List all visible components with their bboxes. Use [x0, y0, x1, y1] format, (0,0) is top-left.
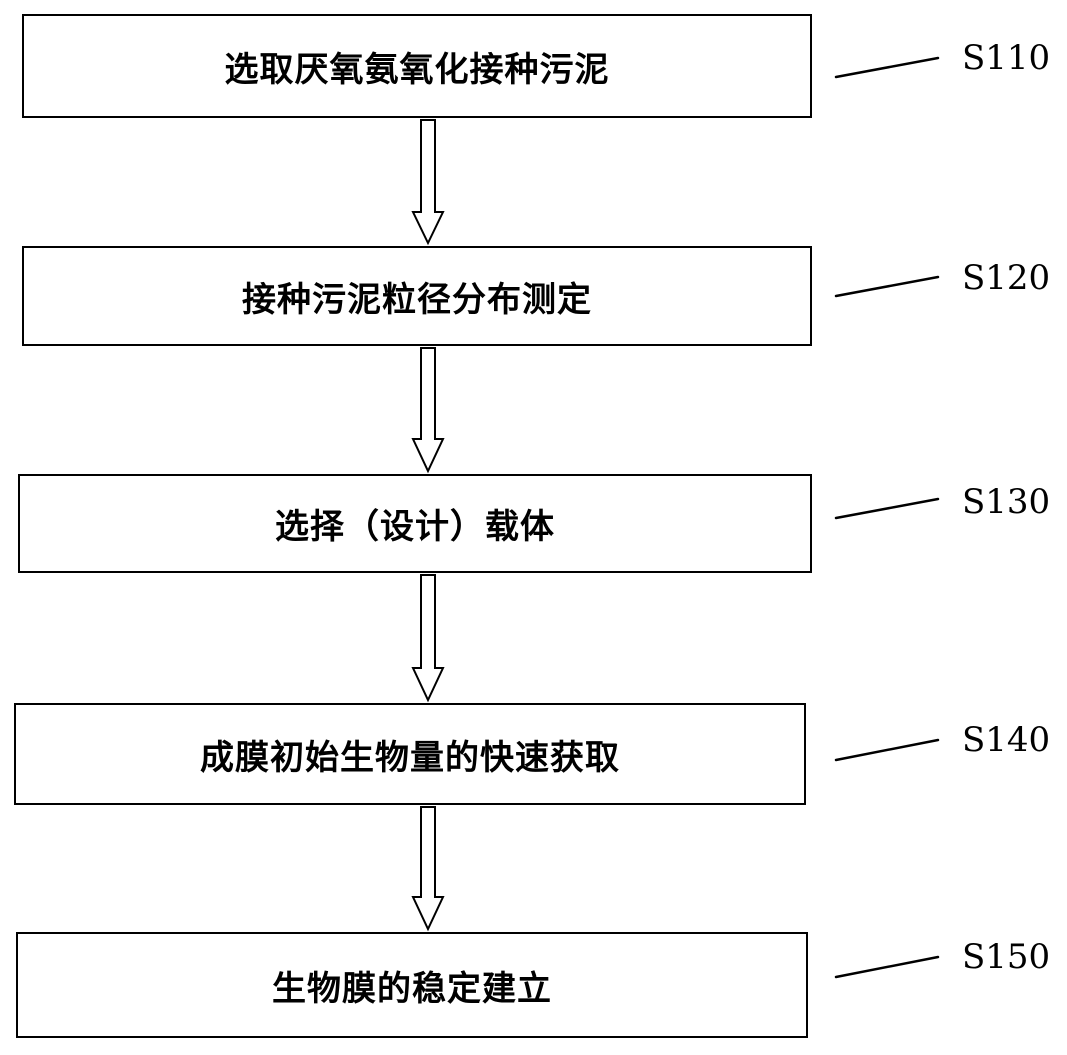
step-label: 生物膜的稳定建立	[272, 968, 552, 1009]
step-label: 选择（设计）载体	[275, 507, 555, 547]
step-id-label: S110	[962, 38, 1051, 78]
leader-line	[834, 56, 940, 79]
step-box-s150: 生物膜的稳定建立	[16, 932, 808, 1038]
down-arrow-icon	[411, 806, 445, 932]
step-box-s130: 选择（设计）载体	[18, 474, 812, 573]
step-id-label: S150	[962, 937, 1051, 977]
step-box-s120: 接种污泥粒径分布测定	[22, 246, 812, 346]
down-arrow-icon	[411, 347, 445, 474]
step-id-label: S130	[962, 482, 1051, 522]
step-box-s110: 选取厌氧氨氧化接种污泥	[22, 14, 812, 118]
step-box-s140: 成膜初始生物量的快速获取	[14, 703, 806, 805]
step-label: 接种污泥粒径分布测定	[242, 279, 592, 320]
step-id-label: S140	[962, 720, 1051, 760]
down-arrow-icon	[411, 119, 445, 246]
leader-line	[834, 497, 940, 520]
down-arrow-icon	[411, 574, 445, 703]
step-label: 选取厌氧氨氧化接种污泥	[224, 49, 610, 90]
step-id-label: S120	[962, 258, 1051, 298]
leader-line	[834, 275, 940, 298]
leader-line	[834, 738, 940, 762]
leader-line	[834, 955, 940, 979]
step-label: 成膜初始生物量的快速获取	[200, 737, 620, 778]
